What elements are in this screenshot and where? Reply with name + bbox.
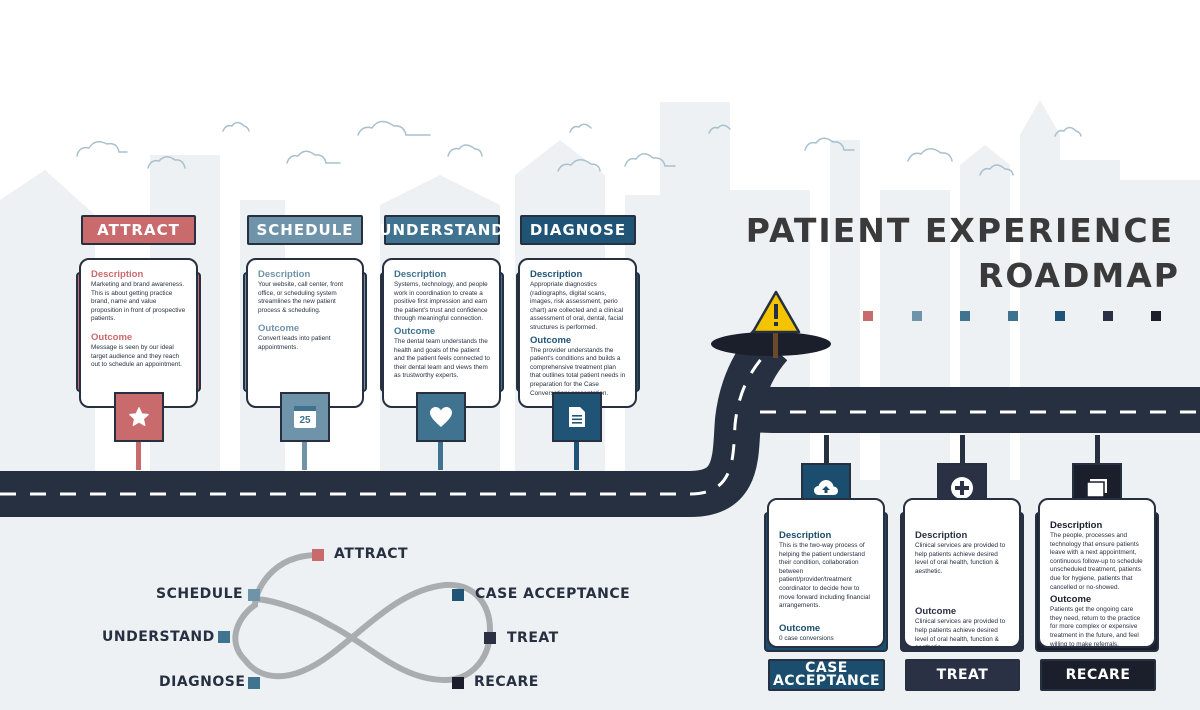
document-icon <box>569 407 585 427</box>
understand-description-label: Description <box>394 269 447 280</box>
loop-label-schedule: SCHEDULE <box>156 586 244 602</box>
attract-description-label: Description <box>91 269 144 280</box>
attract-description: Marketing and brand awareness. This is a… <box>91 281 186 323</box>
recare-outcome-label: Outcome <box>1050 594 1092 606</box>
schedule-icon-box: 25 <box>280 392 330 442</box>
clouds <box>76 120 1082 176</box>
schedule-outcome: Convert leads into patient appointments. <box>258 335 331 351</box>
understand-title: UNDERSTAND <box>379 215 504 245</box>
loop-marker-recare <box>452 677 464 689</box>
understand-icon-box <box>416 392 466 442</box>
loop-marker-understand <box>218 631 230 643</box>
palette-dot-treat <box>1103 311 1113 321</box>
attract-card: Description Marketing and brand awarenes… <box>79 258 198 408</box>
case-acceptance-outcome: 0 case conversions <box>779 634 834 642</box>
schedule-description: Your website, call center, front office,… <box>258 281 344 314</box>
treat-card: Description Clinical services are provid… <box>903 498 1021 648</box>
star-icon <box>129 407 149 426</box>
loop-label-recare: RECARE <box>474 674 539 690</box>
case-acceptance-title: CASE ACCEPTANCE <box>768 659 885 691</box>
palette-dot-attract <box>863 311 873 321</box>
case-acceptance-card: Description This is the two-way process … <box>767 498 885 648</box>
loop-label-case-acceptance: CASE ACCEPTANCE <box>475 586 631 602</box>
recare-description-label: Description <box>1050 520 1103 531</box>
recare-post <box>1095 435 1100 470</box>
loop-label-understand: UNDERSTAND <box>102 629 215 645</box>
case-acceptance-outcome-label: Outcome <box>779 622 821 634</box>
treat-outcome: Clinical services are provided to help p… <box>915 618 1006 648</box>
diagnose-description-label: Description <box>530 269 583 280</box>
diagnose-outcome-label: Outcome <box>530 334 572 346</box>
palette-dot-schedule <box>912 311 922 321</box>
road-right-segment <box>729 386 1200 434</box>
page-title-line2: ROADMAP <box>977 256 1180 295</box>
loop-marker-attract <box>312 549 324 561</box>
road-tunnel-opening <box>711 332 831 356</box>
diagnose-icon-box <box>552 392 602 442</box>
recare-outcome: Patients get the ongoing care they need,… <box>1050 606 1141 648</box>
loop-label-attract: ATTRACT <box>334 546 409 562</box>
loop-label-diagnose: DIAGNOSE <box>159 674 246 690</box>
case-acceptance-title-line1: CASE <box>805 660 848 676</box>
loop-label-treat: TREAT <box>507 630 559 646</box>
treat-outcome-label: Outcome <box>915 606 957 618</box>
recare-title: RECARE <box>1040 659 1156 691</box>
palette-dot-case-acceptance <box>1055 311 1065 321</box>
diagnose-card: Description Appropriate diagnostics (rad… <box>518 258 637 408</box>
calendar-icon: 25 <box>294 406 316 428</box>
calendar-icon-number: 25 <box>299 415 311 426</box>
understand-description: Systems, technology, and people work in … <box>394 281 488 323</box>
warning-sign <box>751 290 801 360</box>
attract-outcome: Message is seen by our ideal target audi… <box>91 343 182 369</box>
recare-card: Description The people, processes and te… <box>1038 498 1156 648</box>
page-title-line1: PATIENT EXPERIENCE <box>745 211 1175 250</box>
treat-title: TREAT <box>905 659 1020 691</box>
understand-outcome: The dental team understands the health a… <box>394 337 490 380</box>
loop-marker-schedule <box>248 589 260 601</box>
loop-marker-case-acceptance <box>452 589 464 601</box>
infinity-loop <box>232 552 494 684</box>
medical-cross-icon <box>951 477 973 499</box>
schedule-outcome-label: Outcome <box>258 323 300 335</box>
palette-dot-diagnose <box>1008 311 1018 321</box>
diagnose-description: Appropriate diagnostics (radiographs, di… <box>530 281 624 331</box>
understand-card: Description Systems, technology, and peo… <box>382 258 501 408</box>
case-acceptance-description: This is the two-way process of helping t… <box>779 542 870 610</box>
schedule-card: Description Your website, call center, f… <box>246 258 364 408</box>
folder-icon <box>1086 479 1107 498</box>
treat-description-label: Description <box>915 530 968 541</box>
infinity-loop-line <box>232 552 494 684</box>
diagnose-outcome: The provider understands the patient's c… <box>530 346 626 397</box>
case-acceptance-post <box>824 435 829 470</box>
loop-marker-diagnose <box>248 677 260 689</box>
understand-outcome-label: Outcome <box>394 325 436 337</box>
palette-dot-understand <box>960 311 970 321</box>
treat-post <box>960 435 965 470</box>
heart-icon <box>430 407 452 427</box>
attract-title: ATTRACT <box>81 215 196 245</box>
cloud-upload-icon <box>814 480 838 495</box>
palette-dot-recare <box>1151 311 1161 321</box>
case-acceptance-description-label: Description <box>779 530 832 541</box>
diagnose-title: DIAGNOSE <box>520 215 636 245</box>
treat-description: Clinical services are provided to help p… <box>915 542 1006 575</box>
loop-marker-treat <box>484 632 496 644</box>
attract-outcome-label: Outcome <box>91 331 133 343</box>
schedule-description-label: Description <box>258 269 311 280</box>
schedule-title: SCHEDULE <box>247 215 363 245</box>
attract-icon-box <box>114 392 164 442</box>
road-lane-markings <box>0 357 1200 496</box>
recare-description: The people, processes and technology tha… <box>1050 532 1143 591</box>
case-acceptance-title-line2: ACCEPTANCE <box>772 673 881 689</box>
